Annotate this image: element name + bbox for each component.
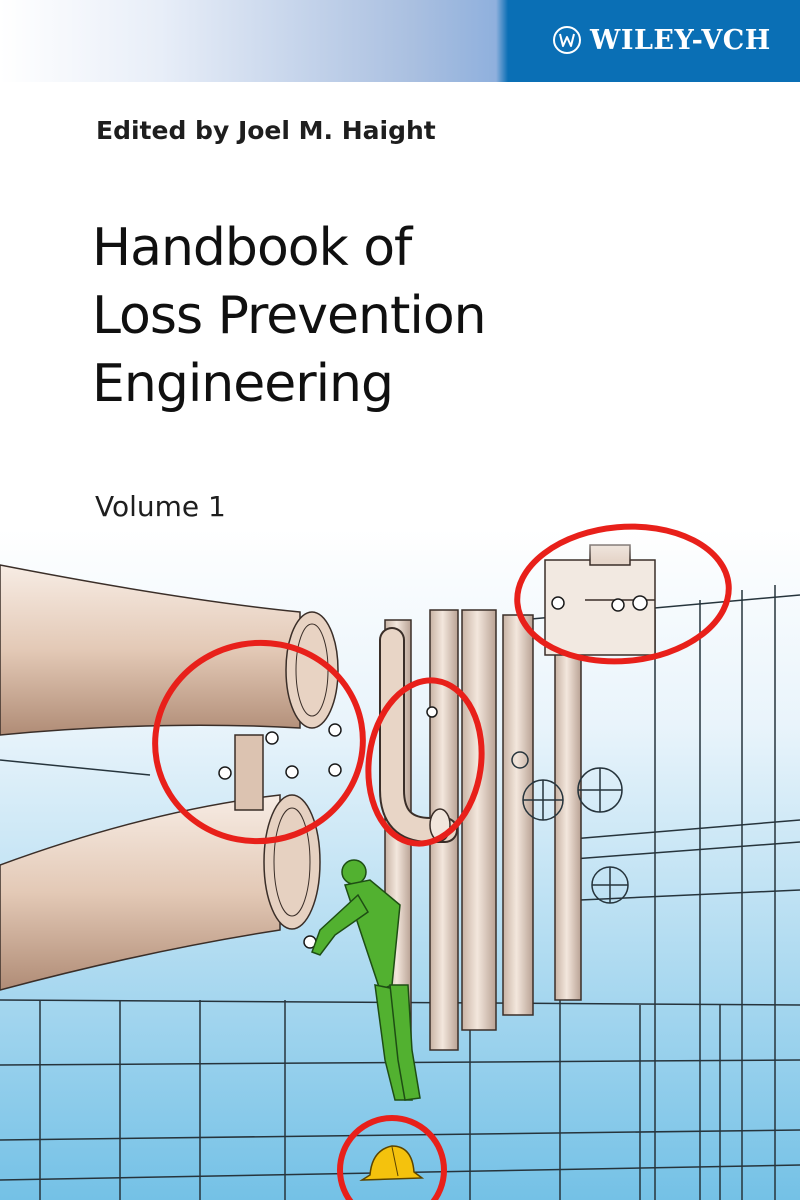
pipe-support-band <box>234 734 264 811</box>
highlight-circle-top-right <box>514 523 732 665</box>
lower-pipe-end <box>263 794 321 930</box>
highlight-circles <box>152 523 732 1200</box>
center-vertical-pipe-1 <box>461 609 497 1031</box>
book-title: Handbook of Loss Prevention Engineering <box>92 214 487 418</box>
wiley-logo-icon <box>553 26 581 54</box>
right-vertical-pipe <box>554 649 582 1001</box>
upper-pipe-end <box>285 611 339 729</box>
editor-credit: Edited by Joel M. Haight <box>96 116 436 145</box>
highlight-circle-left <box>152 639 366 845</box>
center-vertical-pipe-2 <box>502 614 534 1016</box>
highlight-circle-center <box>365 677 485 847</box>
title-line-2: Loss Prevention <box>92 286 487 346</box>
upper-horizontal-pipe <box>0 564 301 736</box>
title-line-1: Handbook of <box>92 218 412 278</box>
cover-illustration <box>0 520 800 1200</box>
title-line-3: Engineering <box>92 354 394 414</box>
publisher-brand: WILEY-VCH <box>552 22 771 58</box>
highlight-circle-bottom <box>337 1115 447 1200</box>
publisher-banner: WILEY-VCH <box>0 0 800 82</box>
valve-wheels <box>511 751 629 904</box>
small-fittings <box>218 595 648 949</box>
volume-label: Volume 1 <box>95 490 226 523</box>
publisher-name: WILEY-VCH <box>590 24 771 56</box>
hard-hat <box>359 1145 425 1181</box>
worker-figure <box>311 859 421 1101</box>
